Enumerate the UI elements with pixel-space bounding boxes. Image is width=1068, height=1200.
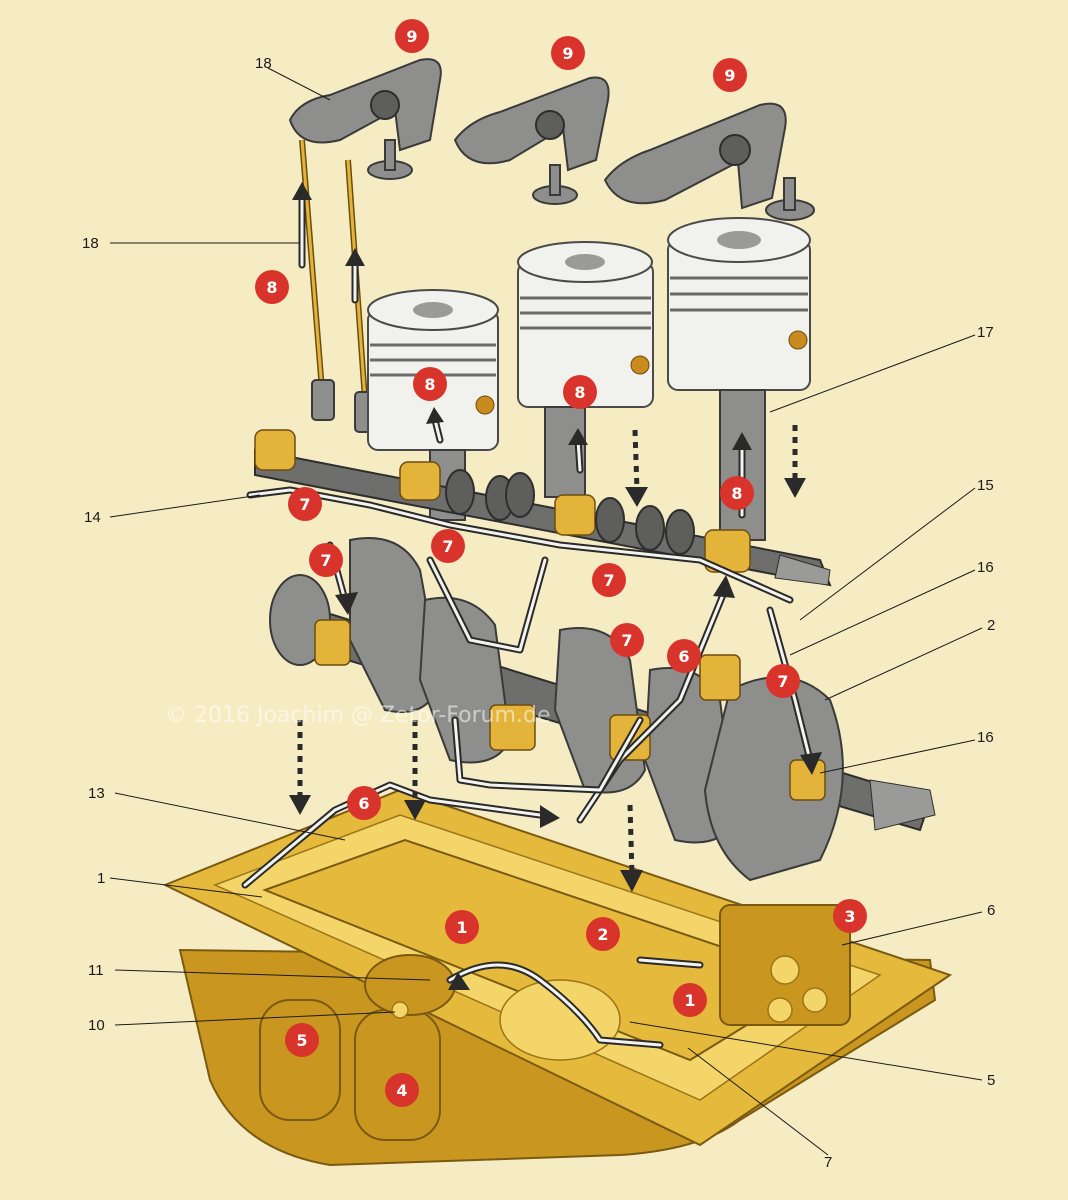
label-1: 1 bbox=[97, 870, 105, 887]
svg-text:9: 9 bbox=[406, 27, 417, 46]
badge-8-b: 8 bbox=[413, 367, 447, 401]
svg-text:7: 7 bbox=[299, 495, 310, 514]
label-18: 18 bbox=[82, 235, 99, 252]
svg-text:8: 8 bbox=[574, 383, 585, 402]
svg-text:6: 6 bbox=[358, 794, 369, 813]
label-15: 15 bbox=[977, 477, 994, 494]
svg-text:1: 1 bbox=[684, 991, 695, 1010]
oil-pan bbox=[162, 788, 953, 1167]
badge-7-c: 7 bbox=[431, 529, 465, 563]
svg-text:7: 7 bbox=[621, 631, 632, 650]
label-16-upper: 16 bbox=[977, 559, 994, 576]
badge-7-a: 7 bbox=[288, 487, 322, 521]
push-rods bbox=[292, 139, 378, 433]
label-2: 2 bbox=[987, 617, 995, 634]
svg-text:8: 8 bbox=[424, 375, 435, 394]
svg-text:9: 9 bbox=[562, 44, 573, 63]
badge-6-b: 6 bbox=[347, 786, 381, 820]
badge-7-e: 7 bbox=[610, 623, 644, 657]
label-13: 13 bbox=[88, 785, 105, 802]
badge-7-d: 7 bbox=[592, 563, 626, 597]
badge-8-c: 8 bbox=[563, 375, 597, 409]
badge-3: 3 bbox=[833, 899, 867, 933]
badge-1-a: 1 bbox=[445, 910, 479, 944]
svg-text:8: 8 bbox=[266, 278, 277, 297]
label-10: 10 bbox=[88, 1017, 105, 1034]
badge-8-d: 8 bbox=[720, 476, 754, 510]
badge-8-a: 8 bbox=[255, 270, 289, 304]
label-14: 14 bbox=[84, 509, 101, 526]
svg-text:5: 5 bbox=[296, 1031, 307, 1050]
badge-9-c: 9 bbox=[713, 58, 747, 92]
svg-text:7: 7 bbox=[777, 672, 788, 691]
svg-text:3: 3 bbox=[844, 907, 855, 926]
badge-9-b: 9 bbox=[551, 36, 585, 70]
label-17: 17 bbox=[977, 324, 994, 341]
crankshaft bbox=[269, 537, 936, 882]
label-16-lower: 16 bbox=[977, 729, 994, 746]
oil-flow-lines bbox=[241, 407, 822, 1049]
label-7: 7 bbox=[824, 1154, 832, 1171]
badge-7-f: 7 bbox=[766, 664, 800, 698]
badge-2: 2 bbox=[586, 917, 620, 951]
svg-text:8: 8 bbox=[731, 484, 742, 503]
svg-text:4: 4 bbox=[396, 1081, 407, 1100]
label-18-top: 18 bbox=[255, 55, 272, 72]
pistons bbox=[367, 217, 811, 541]
flow-stage-badges: 9 9 9 8 8 8 8 7 7 7 7 7 7 6 6 1 2 3 1 5 … bbox=[255, 19, 867, 1107]
part-number-labels: 18 18 17 14 15 16 2 16 13 1 6 11 10 5 7 bbox=[82, 55, 995, 1171]
badge-1-b: 1 bbox=[673, 983, 707, 1017]
svg-text:7: 7 bbox=[320, 551, 331, 570]
badge-6-a: 6 bbox=[667, 639, 701, 673]
rocker-arm-assembly bbox=[288, 58, 815, 221]
label-11: 11 bbox=[88, 962, 104, 979]
watermark-text: © 2016 Joachim @ Zetor-Forum.de bbox=[165, 703, 550, 728]
label-5: 5 bbox=[987, 1072, 995, 1089]
svg-text:6: 6 bbox=[678, 647, 689, 666]
label-6: 6 bbox=[987, 902, 995, 919]
svg-text:1: 1 bbox=[456, 918, 467, 937]
badge-5: 5 bbox=[285, 1023, 319, 1057]
badge-9-a: 9 bbox=[395, 19, 429, 53]
svg-text:9: 9 bbox=[724, 66, 735, 85]
svg-text:7: 7 bbox=[603, 571, 614, 590]
svg-text:7: 7 bbox=[442, 537, 453, 556]
svg-text:2: 2 bbox=[597, 925, 608, 944]
badge-4: 4 bbox=[385, 1073, 419, 1107]
badge-7-b: 7 bbox=[309, 543, 343, 577]
camshaft bbox=[254, 429, 832, 587]
